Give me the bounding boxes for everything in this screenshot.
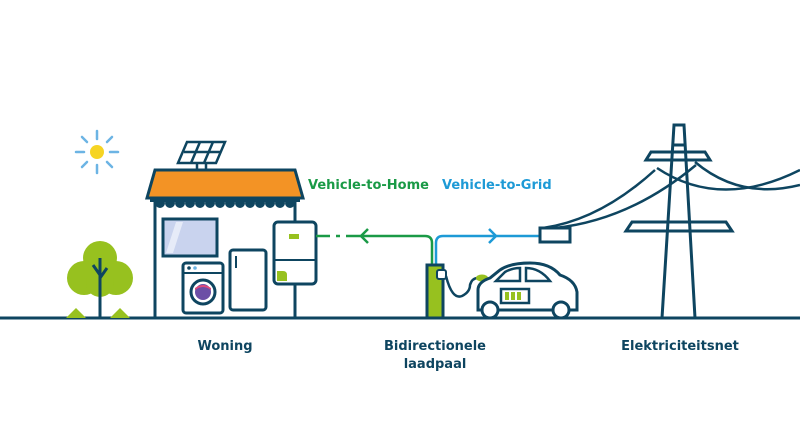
washing-machine-icon	[181, 261, 225, 315]
vehicle-to-home-label: Vehicle-to-Home	[308, 178, 429, 193]
home-label: Woning	[197, 339, 253, 354]
grid-connector-icon	[538, 226, 572, 244]
charging-station-icon	[425, 263, 488, 320]
fridge-icon	[228, 248, 268, 312]
power-pylon-icon	[623, 123, 735, 320]
electric-car-icon	[476, 261, 579, 320]
grid-label: Elektriciteitsnet	[621, 339, 739, 354]
tree-icon	[66, 241, 133, 318]
solar-panel-icon	[176, 140, 227, 170]
sun-icon	[74, 129, 120, 175]
window-icon	[161, 217, 219, 258]
v2g-flow-line	[434, 228, 540, 265]
charger-label-line1: Bidirectionele	[383, 339, 486, 354]
charger-label: Bidirectionele laadpaal	[370, 338, 500, 374]
home-battery-icon	[272, 220, 318, 318]
v2h-flow-line	[316, 228, 434, 265]
vehicle-to-grid-label: Vehicle-to-Grid	[442, 178, 552, 193]
charger-label-line2: laadpaal	[403, 357, 467, 372]
